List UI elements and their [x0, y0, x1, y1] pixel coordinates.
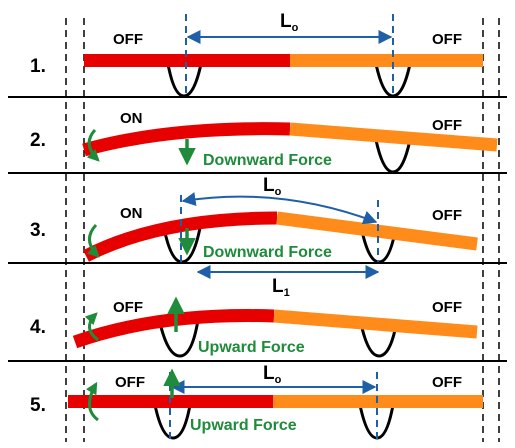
left-actuator-segment: [84, 54, 290, 67]
force-label: Downward Force: [203, 152, 332, 169]
step-number: 4.: [30, 317, 46, 338]
left-state-label: OFF: [113, 299, 143, 316]
right-actuator-segment: [273, 309, 478, 339]
rotation-arrow: [85, 381, 99, 422]
left-state-label: OFF: [115, 374, 145, 391]
right-actuator-segment: [290, 54, 483, 67]
left-actuator-segment: [82, 122, 291, 157]
right-foot-cup: [360, 327, 397, 358]
rotation-arrow: [86, 223, 100, 258]
dimension-label: Lo: [263, 175, 282, 198]
dimension-label: Lo: [280, 11, 299, 34]
step-4: 4. OFF OFF Upward Force: [30, 296, 478, 358]
right-state-label: OFF: [432, 299, 462, 316]
left-state-label: ON: [120, 110, 143, 127]
step-number: 1.: [30, 56, 46, 77]
step-5: 5. OFF OFF Lo Upward Force: [30, 363, 483, 440]
right-state-label: OFF: [432, 207, 462, 224]
step-number: 3.: [30, 220, 46, 241]
right-state-label: OFF: [432, 31, 462, 48]
step-3: 3. ON OFF Lo Downward Force L1: [30, 175, 478, 299]
left-foot-cup: [158, 319, 200, 358]
left-foot-cup: [166, 63, 203, 98]
left-actuator-segment: [72, 309, 275, 349]
left-foot-cup: [153, 404, 192, 440]
right-state-label: OFF: [432, 117, 462, 134]
curved-dimension-arrow: [181, 192, 378, 225]
step-number: 5.: [30, 395, 46, 416]
right-state-label: OFF: [432, 374, 462, 391]
step-1: 1. OFF OFF Lo: [30, 11, 483, 98]
right-foot-cup: [374, 63, 412, 98]
left-state-label: OFF: [113, 31, 143, 48]
left-state-label: ON: [120, 205, 143, 222]
dimension-label: Lo: [263, 363, 282, 386]
rotation-arrow: [86, 128, 100, 162]
step-2: 2. ON OFF Downward Force: [30, 110, 498, 174]
right-actuator-segment: [289, 122, 498, 152]
force-label: Downward Force: [203, 244, 332, 261]
force-label: Upward Force: [190, 417, 297, 434]
rotation-arrow: [84, 312, 99, 342]
force-label: Upward Force: [198, 339, 305, 356]
lower-dimension-label: L1: [272, 276, 290, 299]
step-number: 2.: [30, 130, 46, 151]
right-foot-cup: [374, 139, 412, 174]
